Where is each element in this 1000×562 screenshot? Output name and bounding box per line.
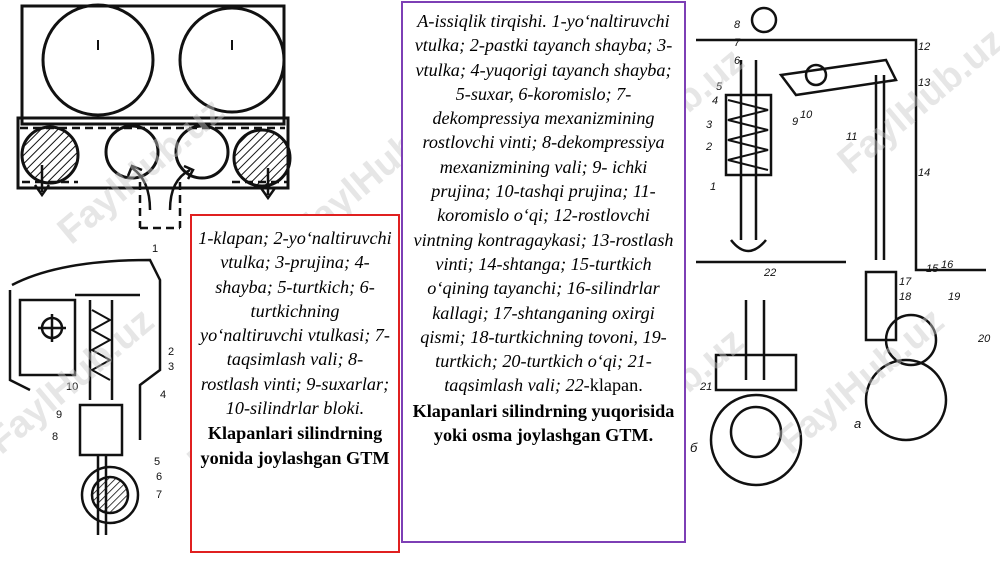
ohv-label-5: 5 — [716, 81, 723, 93]
side-label-8: 8 — [52, 431, 58, 443]
side-label-2: 2 — [168, 346, 174, 358]
ohv-label-17: 17 — [899, 276, 912, 288]
side-valve-legend-text: 1-klapan; 2-yo‘naltiruvchi vtulka; 3-pru… — [198, 228, 392, 419]
side-valve-mechanism-drawing: 1 2 3 4 5 6 7 8 9 10 — [0, 240, 190, 562]
side-label-3: 3 — [168, 361, 174, 373]
side-label-9: 9 — [56, 409, 62, 421]
ohv-label-20: 20 — [977, 333, 991, 345]
ohv-label-19: 19 — [948, 291, 960, 303]
side-valve-caption-title: Klapanlari silindrning yonida joylashgan… — [200, 423, 390, 468]
overhead-valve-legend-tail: klapan. — [589, 375, 643, 396]
ohv-label-14: 14 — [918, 167, 930, 179]
ohv-sub-label-a: a — [854, 416, 861, 431]
ohv-label-18: 18 — [899, 291, 912, 303]
overhead-valve-mechanism-drawing: 8 7 6 5 4 3 2 1 9 10 11 12 13 14 15 16 1… — [686, 0, 1000, 562]
ohv-label-3: 3 — [706, 119, 713, 131]
ohv-label-13: 13 — [918, 77, 931, 89]
side-label-1: 1 — [152, 243, 158, 255]
ohv-label-1: 1 — [710, 181, 716, 193]
ohv-label-7: 7 — [734, 37, 741, 49]
ohv-label-6: 6 — [734, 55, 741, 67]
ohv-sub-label-b: б — [690, 440, 698, 455]
ohv-label-16: 16 — [941, 259, 954, 271]
side-label-5: 5 — [154, 456, 160, 468]
ohv-label-8: 8 — [734, 19, 741, 31]
cylinder-block-plan-drawing — [0, 0, 300, 240]
overhead-valve-legend-text: A-issiqlik tirqishi. 1-yo‘naltiruvchi vt… — [413, 11, 674, 396]
ohv-label-22: 22 — [763, 267, 776, 279]
overhead-valve-caption-title: Klapanlari silindrning yuqorisida yoki o… — [412, 400, 675, 446]
side-label-10: 10 — [66, 381, 78, 393]
ohv-label-2: 2 — [705, 141, 712, 153]
side-valve-caption-box: 1-klapan; 2-yo‘naltiruvchi vtulka; 3-pru… — [190, 214, 400, 553]
side-label-6: 6 — [156, 471, 162, 483]
side-label-7: 7 — [156, 489, 162, 501]
ohv-label-9: 9 — [792, 116, 798, 128]
ohv-label-4: 4 — [712, 95, 718, 107]
ohv-label-15: 15 — [926, 263, 939, 275]
overhead-valve-caption-box: A-issiqlik tirqishi. 1-yo‘naltiruvchi vt… — [401, 1, 686, 543]
ohv-label-12: 12 — [918, 41, 930, 53]
side-label-4: 4 — [160, 389, 166, 401]
overhead-valve-legend: A-issiqlik tirqishi. 1-yo‘naltiruvchi vt… — [409, 9, 678, 398]
ohv-label-11: 11 — [846, 131, 857, 143]
ohv-label-21: 21 — [699, 381, 712, 393]
ohv-label-10: 10 — [800, 109, 813, 121]
